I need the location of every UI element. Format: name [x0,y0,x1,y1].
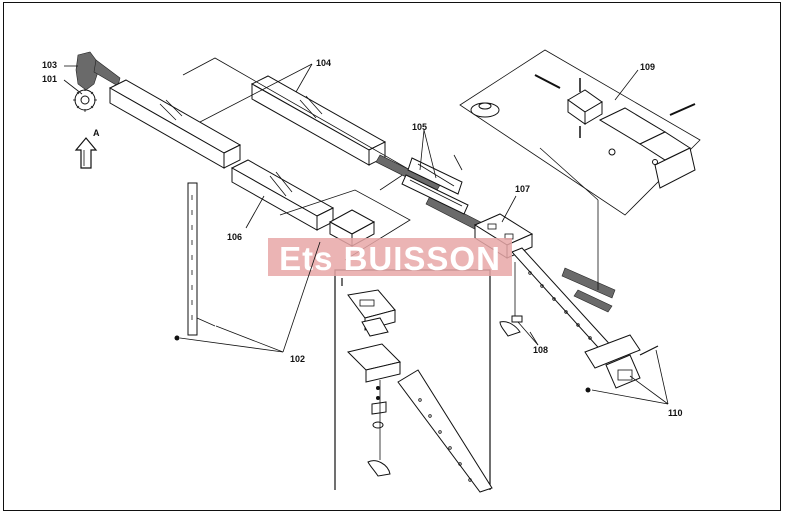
leader-lines [63,63,669,405]
label-102: 102 [290,354,305,364]
label-109: 109 [640,62,655,72]
watermark-text: Ets BUISSON [279,240,501,277]
sprocket-101 [73,88,97,112]
detail-inset [334,269,493,493]
tensioner-105 [401,154,469,215]
label-103: 103 [42,60,57,70]
rail-section-104a [108,79,242,169]
label-110: 110 [668,408,683,418]
chain-end-103 [75,51,121,91]
arrow-a [74,137,98,169]
release-cord-108 [499,262,523,337]
label-101: 101 [42,74,57,84]
hanging-strip [174,182,216,341]
label-106: 106 [227,232,242,242]
rail-section-104b [250,75,387,166]
label-104: 104 [316,58,331,68]
label-arrow-a: A [93,128,100,138]
motor-bracket-109 [459,49,701,216]
watermark: Ets BUISSON [268,238,512,277]
label-108: 108 [533,345,548,355]
label-107: 107 [515,184,530,194]
label-105: 105 [412,122,427,132]
rail-section-106 [230,159,335,231]
door-bracket-110 [584,334,659,393]
